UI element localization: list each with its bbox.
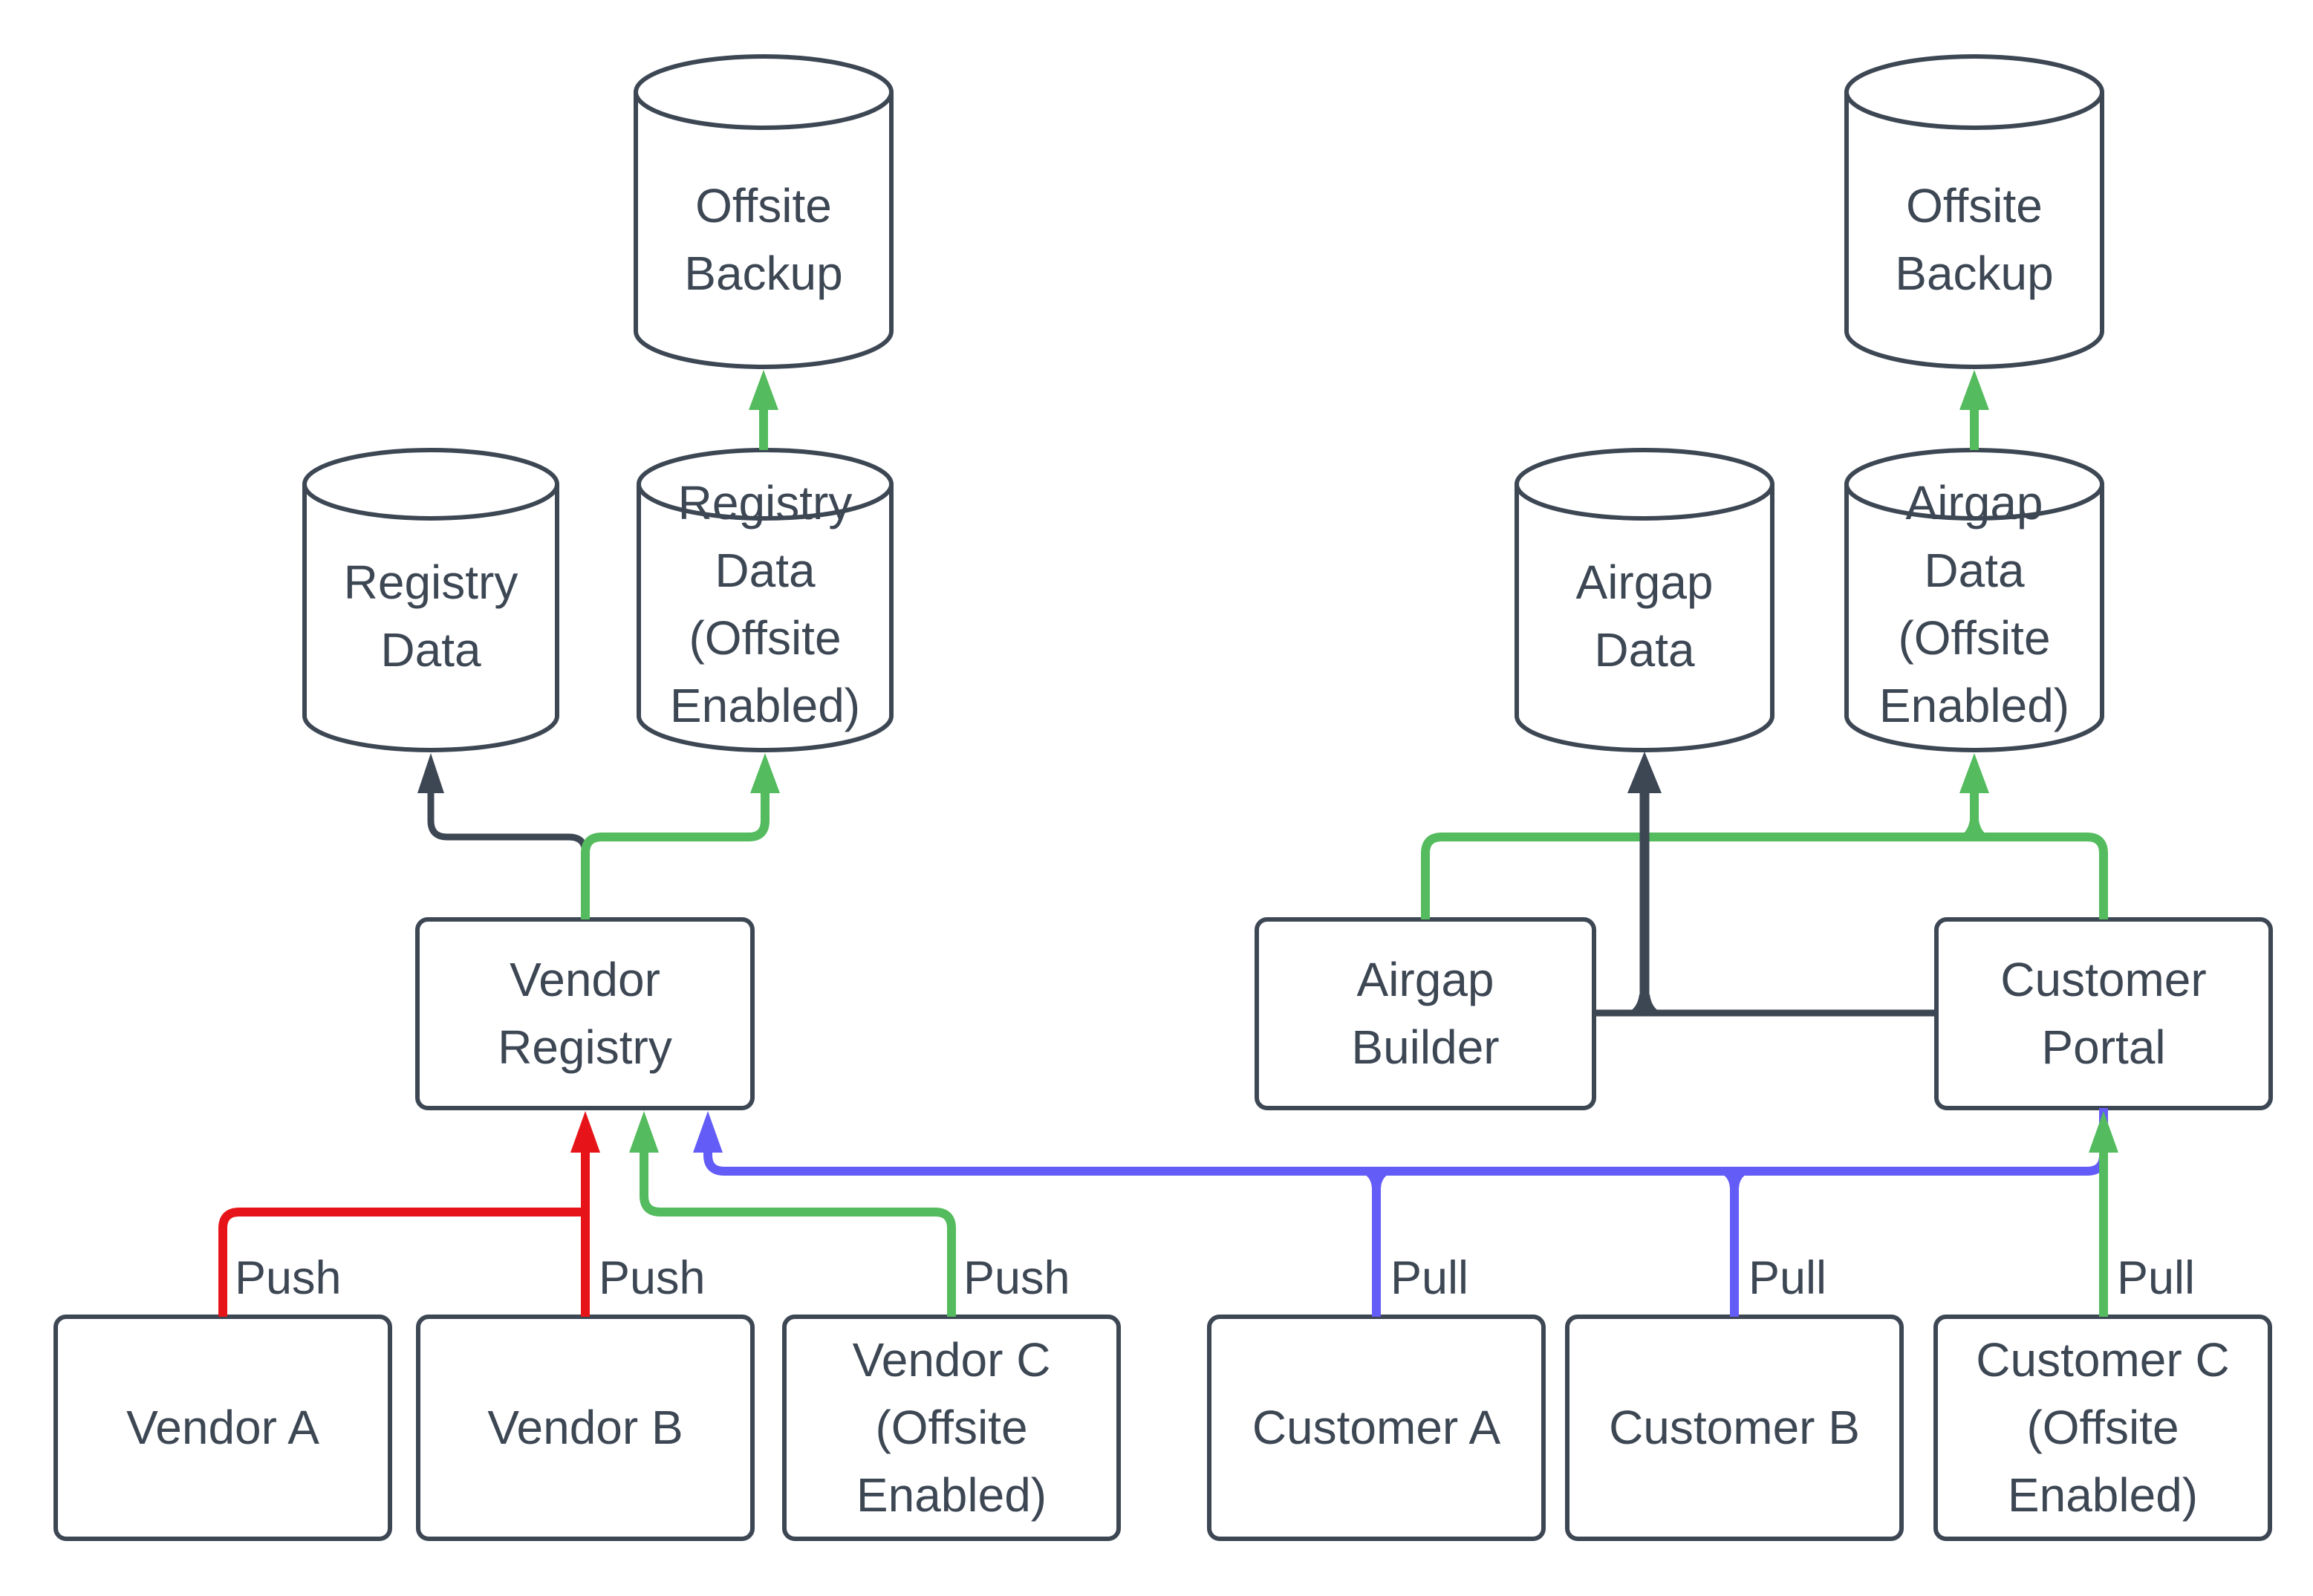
cylinder-lip: [1844, 483, 2104, 521]
cylinder-body: [1844, 54, 2104, 369]
arrowhead-into-customer-portal: [2089, 1111, 2118, 1153]
arrowhead-into-airgap-data-offsite: [1959, 753, 1989, 793]
cylinder-offsite-backup-left: [634, 54, 894, 369]
arrowhead-into-airgap-data: [1627, 752, 1662, 793]
box-airgap-builder: [1255, 917, 1596, 1110]
box-vendor-b: [416, 1315, 755, 1541]
edges: [218, 370, 2118, 1317]
cylinder-body: [637, 448, 894, 752]
arrowhead-into-registry-data-offsite: [750, 753, 780, 793]
cylinder-lip: [1844, 91, 2104, 130]
arrowhead-into-offsite-backup-right: [1959, 370, 1989, 410]
arrowhead-push-into-vendor-registry: [570, 1111, 600, 1153]
box-vendor-a: [53, 1315, 392, 1541]
arrowhead-into-offsite-backup-left: [749, 370, 778, 410]
box-customer-b: [1565, 1315, 1904, 1541]
cylinder-body: [634, 54, 894, 369]
edge-vendor-registry-to-registry-data-offsite: [581, 793, 770, 919]
junction-fillet-green-t: [1955, 820, 1994, 838]
box-customer-c: [1933, 1315, 2272, 1541]
arrowhead-pull-into-vendor-registry: [693, 1111, 723, 1153]
cylinder-lip: [302, 483, 559, 521]
cylinder-lip: [1515, 483, 1774, 521]
cylinder-lip: [637, 483, 894, 521]
edge-push-vendor-a: [218, 1208, 585, 1317]
edge-vendor-registry-to-registry-data: [427, 793, 589, 919]
cylinder-airgap-data: [1515, 448, 1774, 752]
box-customer-a: [1207, 1315, 1546, 1541]
junction-fillet-dark-t: [1624, 994, 1665, 1014]
cylinder-body: [302, 448, 559, 752]
cylinder-offsite-backup-right: [1844, 54, 2104, 369]
junction-fillet-pull-b: [1717, 1172, 1752, 1188]
edge-customer-portal-to-airgap-builder: [1421, 833, 2108, 919]
cylinder-registry-data-offsite: [637, 448, 894, 752]
arrowhead-push-offsite-into-vendor-registry: [629, 1111, 659, 1153]
cylinder-body: [1844, 448, 2104, 752]
box-vendor-c: [782, 1315, 1121, 1541]
cylinder-lip: [634, 91, 894, 130]
node-shapes: [53, 54, 2273, 1541]
cylinder-registry-data: [302, 448, 559, 752]
edge-push-vendor-c: [640, 1153, 956, 1317]
box-vendor-registry: [415, 917, 755, 1110]
edge-pull-trunk-customer-portal-to-vendor-registry: [703, 1108, 2108, 1176]
box-customer-portal: [1934, 917, 2273, 1110]
cylinder-body: [1515, 448, 1774, 752]
arrowhead-into-registry-data: [417, 753, 444, 793]
cylinder-airgap-data-offsite: [1844, 448, 2104, 752]
junction-fillet-pull-a: [1359, 1172, 1394, 1188]
